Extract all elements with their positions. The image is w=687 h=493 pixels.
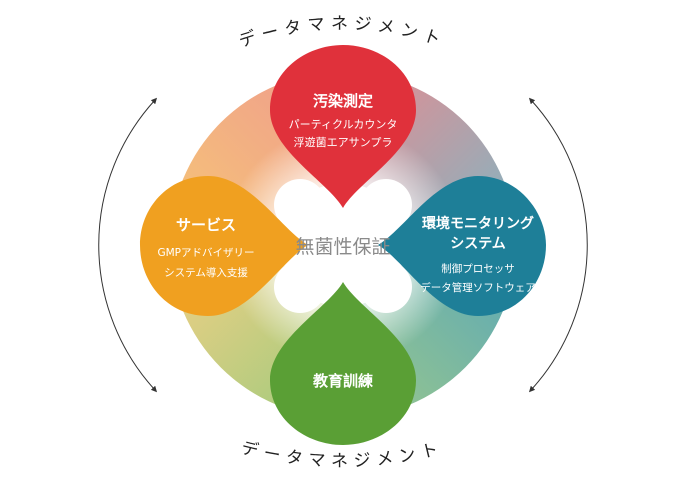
petal-right-title-line-2: システム [450,236,506,252]
petal-top-line-2: 浮遊菌エアサンプラ [294,135,393,149]
petal-right-line-1: 制御プロセッサ [441,262,515,275]
petal-bottom: 教育訓練 [270,282,416,445]
petal-bottom-title: 教育訓練 [312,372,373,390]
petal-left-shape [140,176,308,316]
petal-right-title-line-1: 環境モニタリング [422,215,534,232]
petal-top-line-1: パーティクルカウンタ [289,118,398,131]
petal-top-shape [270,45,416,208]
petal-left: サービス GMPアドバイザリー システム導入支援 [140,176,308,316]
petal-bottom-shape [270,282,416,445]
petal-left-line-2: システム導入支援 [164,266,248,279]
right-cycle-arrow [528,97,588,393]
center-label: 無菌性保証 [295,236,390,258]
petal-left-title: サービス [176,216,236,234]
petal-left-line-1: GMPアドバイザリー [157,247,254,259]
petal-right: 環境モニタリング システム 制御プロセッサ データ管理ソフトウェア [378,176,546,316]
center-cross [274,179,412,313]
left-cycle-arrow [98,97,158,393]
petal-right-line-2: データ管理ソフトウェア [420,281,536,294]
petal-right-shape [378,176,546,316]
petal-top: 汚染測定 パーティクルカウンタ 浮遊菌エアサンプラ [270,45,416,208]
petal-top-title: 汚染測定 [313,92,373,110]
